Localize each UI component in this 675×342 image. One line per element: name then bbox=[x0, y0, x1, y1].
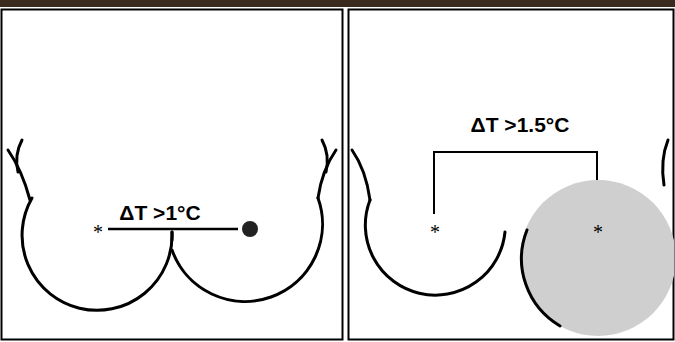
temperature-difference: ΔT >1°C bbox=[119, 202, 200, 223]
breast-outline bbox=[352, 140, 668, 326]
hot-spot bbox=[242, 221, 258, 237]
panel-frame bbox=[2, 10, 343, 340]
measurement-point: * bbox=[593, 222, 603, 242]
measurement-point: * bbox=[430, 222, 440, 242]
top-strip bbox=[0, 0, 675, 7]
delta-line bbox=[108, 228, 238, 231]
temperature-difference: ΔT >1.5°C bbox=[471, 114, 570, 135]
warm-breast-area bbox=[520, 180, 674, 336]
delta-bracket bbox=[434, 152, 597, 214]
breast-outline bbox=[8, 140, 336, 310]
measurement-point: * bbox=[93, 222, 103, 242]
